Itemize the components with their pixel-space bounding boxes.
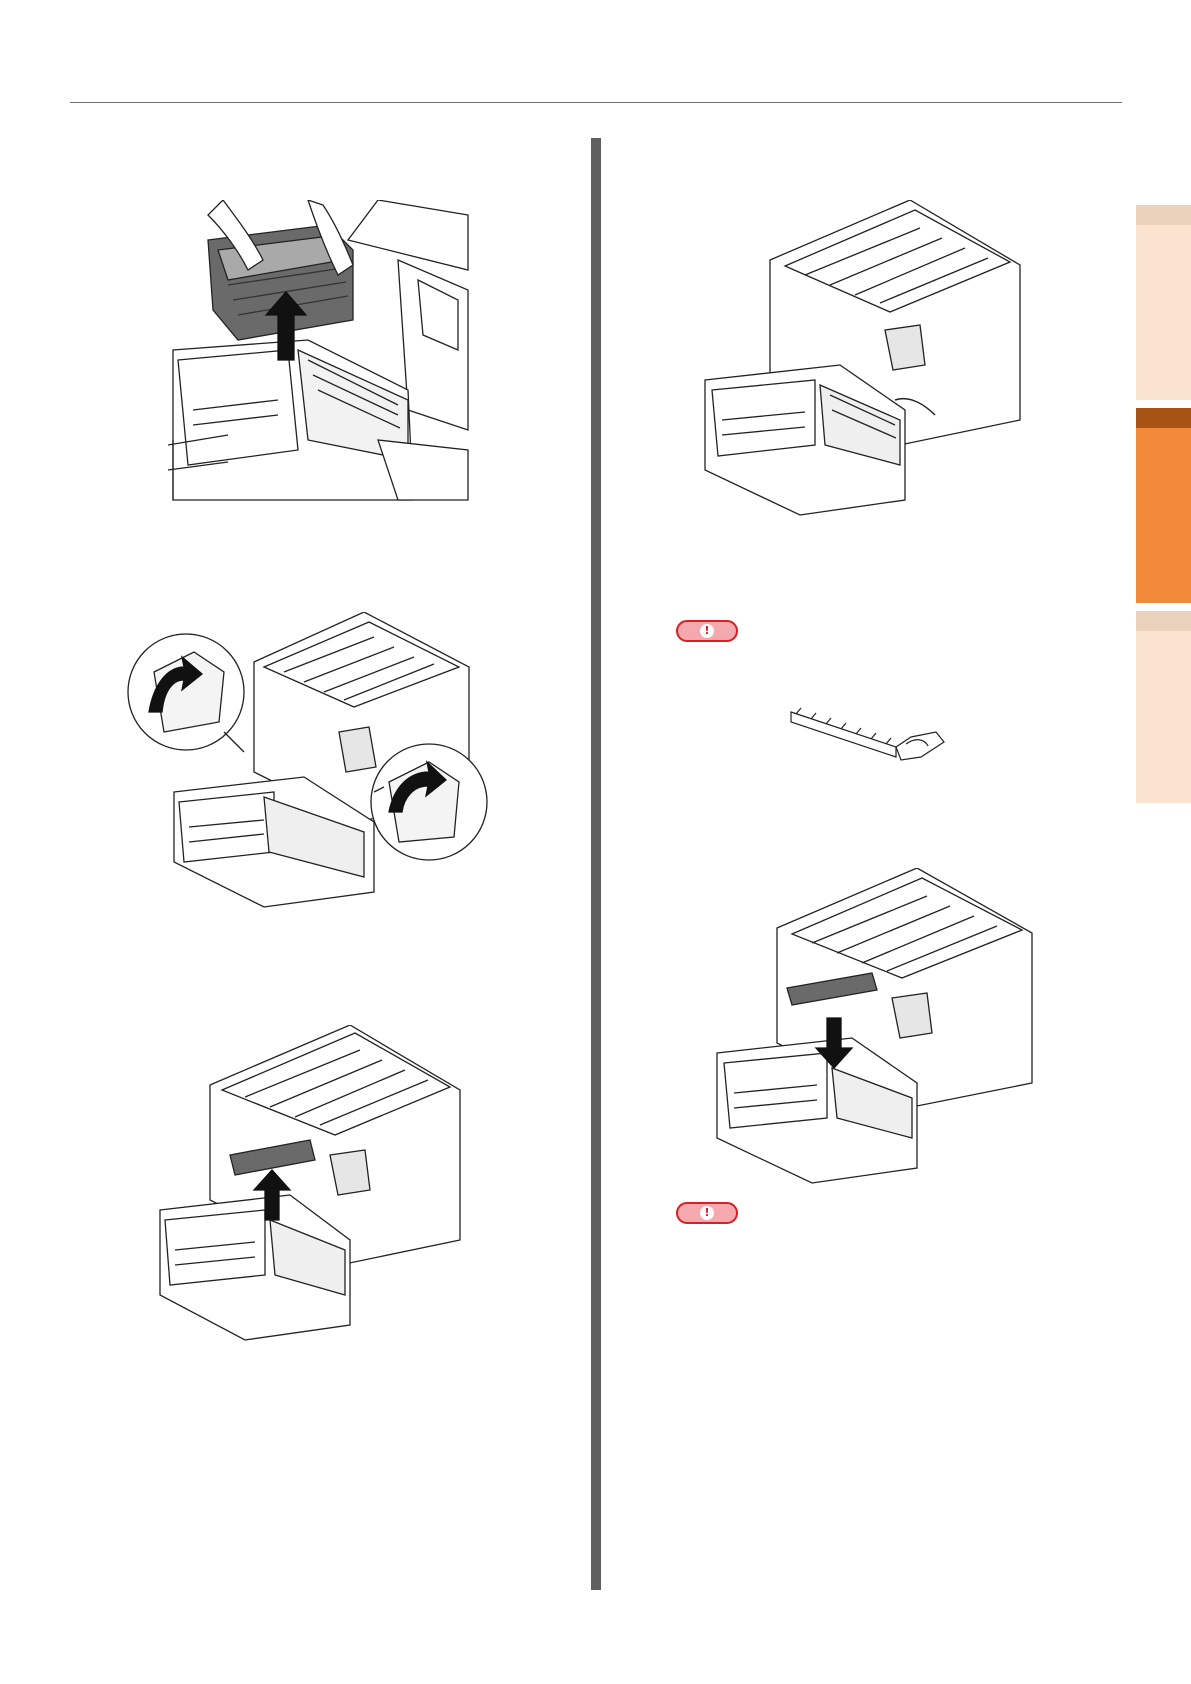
printer-side-open-illustration — [700, 200, 1038, 522]
belt-unit-lift-illustration — [150, 1025, 482, 1341]
lever-release-illustration — [124, 612, 514, 930]
side-tab-body — [1136, 631, 1191, 803]
side-tab-1[interactable] — [1136, 205, 1191, 400]
belt-unit-insert-illustration — [712, 868, 1042, 1184]
side-tab-2-active[interactable] — [1136, 408, 1191, 603]
exclamation-icon: ! — [700, 624, 714, 638]
side-tab-3[interactable] — [1136, 611, 1191, 803]
fuser-removal-illustration — [168, 200, 472, 525]
side-tab-body — [1136, 225, 1191, 400]
side-tab-cap — [1136, 205, 1191, 225]
side-tab-cap — [1136, 408, 1191, 428]
hand-holding-part-illustration — [786, 702, 946, 790]
column-divider — [591, 138, 601, 1590]
side-tab-cap — [1136, 611, 1191, 631]
header-rule — [70, 102, 1122, 103]
exclamation-icon: ! — [700, 1206, 714, 1220]
note-badge: ! — [676, 620, 738, 642]
side-tab-body — [1136, 428, 1191, 603]
note-badge: ! — [676, 1202, 738, 1224]
